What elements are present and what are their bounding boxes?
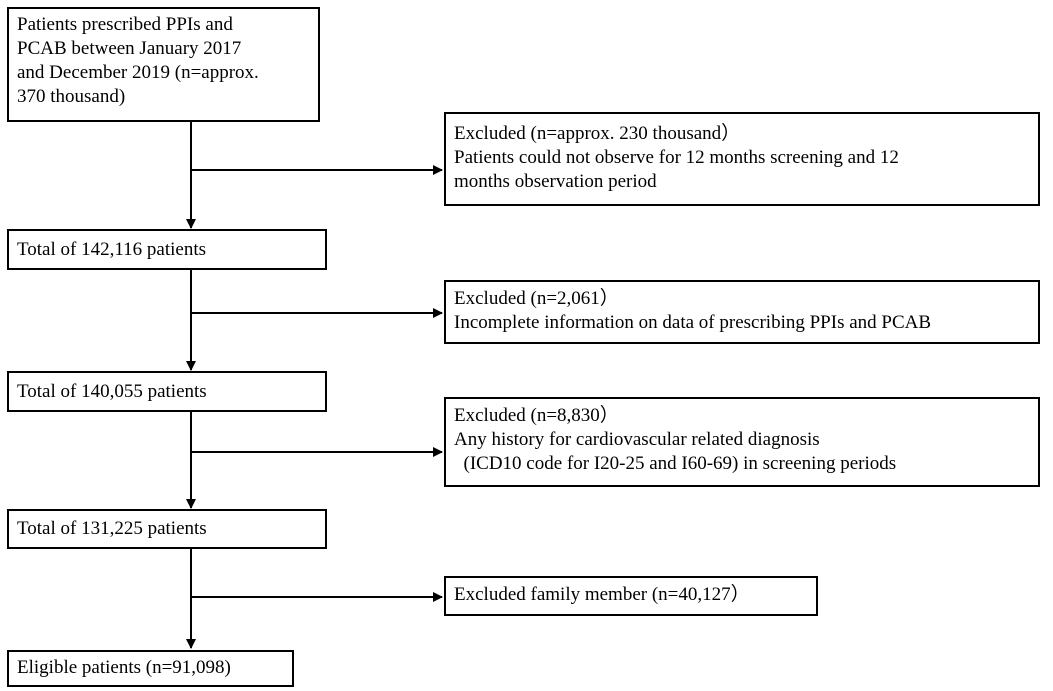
exclusion3-box: Excluded (n=8,830） Any history for cardi… [444, 397, 1040, 487]
exclusion2-line: Incomplete information on data of prescr… [454, 312, 932, 333]
start-line: Patients prescribed PPIs and [17, 14, 233, 35]
start-line: and December 2019 (n=approx. [17, 62, 259, 83]
exclusion2-box: Excluded (n=2,061） Incomplete informatio… [444, 280, 1040, 344]
final-box: Eligible patients (n=91,098) [7, 650, 294, 687]
start-line: 370 thousand) [17, 86, 126, 107]
total2-text: Total of 140,055 patients [17, 381, 207, 402]
start-box: Patients prescribed PPIs and PCAB betwee… [7, 7, 320, 122]
total2-box: Total of 140,055 patients [7, 371, 327, 412]
total1-box: Total of 142,116 patients [7, 229, 327, 270]
exclusion1-line: Patients could not observe for 12 months… [454, 147, 899, 168]
exclusion2-line: Excluded (n=2,061） [454, 288, 619, 309]
exclusion3-line: (ICD10 code for I20-25 and I60-69) in sc… [454, 453, 897, 474]
exclusion4-text: Excluded family member (n=40,127） [454, 584, 750, 605]
final-text: Eligible patients (n=91,098) [17, 657, 231, 678]
exclusion3-line: Any history for cardiovascular related d… [454, 429, 820, 450]
exclusion4-box: Excluded family member (n=40,127） [444, 576, 818, 616]
exclusion1-box: Excluded (n=approx. 230 thousand） Patien… [444, 112, 1040, 206]
total3-text: Total of 131,225 patients [17, 518, 207, 539]
exclusion3-line: Excluded (n=8,830） [454, 405, 619, 426]
exclusion1-line: months observation period [454, 171, 657, 192]
total3-box: Total of 131,225 patients [7, 509, 327, 549]
start-line: PCAB between January 2017 [17, 38, 242, 59]
total1-text: Total of 142,116 patients [17, 239, 206, 260]
exclusion1-line: Excluded (n=approx. 230 thousand） [454, 123, 741, 144]
